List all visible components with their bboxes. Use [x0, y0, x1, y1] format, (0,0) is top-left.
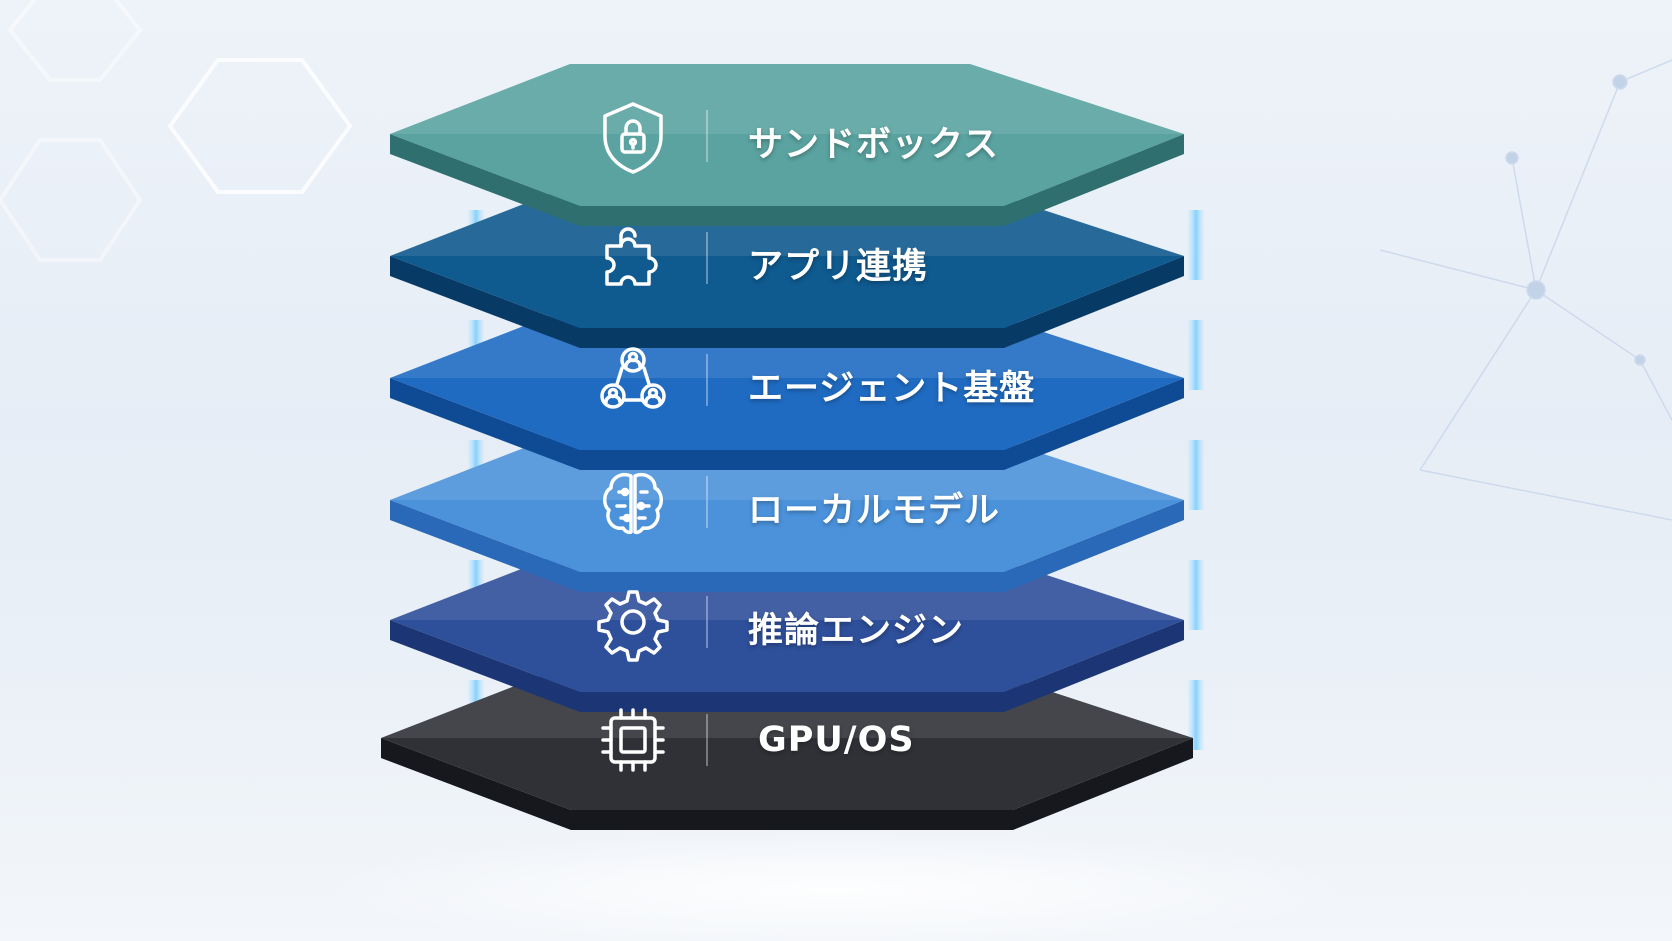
puzzle-icon	[593, 218, 673, 298]
connector-pillar	[1188, 680, 1204, 750]
layer-edge	[390, 256, 1184, 348]
layer-top-face	[390, 64, 1184, 206]
layer-label: エージェント基盤	[748, 369, 1036, 409]
agents-network-icon	[593, 340, 673, 420]
connector-pillar	[1188, 320, 1204, 390]
icon-divider	[706, 714, 708, 766]
icon-divider	[706, 110, 708, 162]
gear-icon	[593, 582, 673, 662]
shield-lock-icon	[593, 96, 673, 176]
connector-pillar	[1188, 210, 1204, 280]
connector-pillar	[1188, 440, 1204, 510]
layer-label: アプリ連携	[748, 247, 929, 287]
chip-icon	[593, 700, 673, 780]
layer-edge	[390, 500, 1184, 592]
icon-divider	[706, 232, 708, 284]
network-decoration	[1379, 59, 1672, 521]
icon-divider	[706, 476, 708, 528]
layer-label: 推論エンジン	[748, 611, 965, 651]
layer-label: サンドボックス	[748, 125, 999, 165]
layer-edge	[390, 134, 1184, 226]
icon-divider	[706, 596, 708, 648]
layer-label: ローカルモデル	[748, 491, 1001, 531]
icon-divider	[706, 354, 708, 406]
connector-pillar	[1188, 560, 1204, 630]
layer-sheen	[390, 64, 1184, 134]
stack-layer	[390, 64, 1184, 226]
layer-edge	[390, 378, 1184, 470]
background-decoration	[0, 0, 353, 262]
layer-label: GPU/OS	[758, 720, 915, 760]
brain-icon	[593, 462, 673, 542]
layer-edge	[390, 620, 1184, 712]
layer-edge	[381, 738, 1193, 830]
